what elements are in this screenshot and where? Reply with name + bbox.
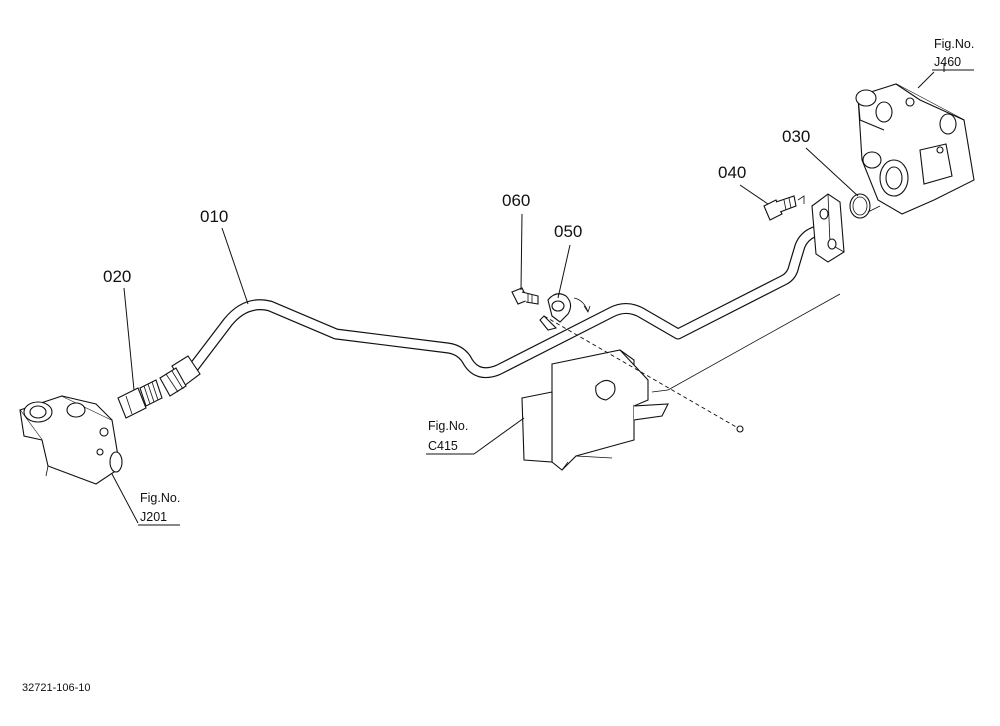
callout-010: 010 (200, 207, 228, 226)
clamp-050[interactable] (539, 293, 591, 331)
frame-bracket-c415 (521, 293, 841, 471)
o-ring-030[interactable] (849, 193, 871, 219)
fitting-020[interactable] (117, 379, 163, 419)
callout-030: 030 (782, 127, 810, 146)
fig-ref-j460-code: J460 (934, 55, 961, 69)
fig-ref-c415-code: C415 (428, 439, 458, 453)
fig-ref-j460: Fig.No. J460 (932, 37, 974, 71)
fig-ref-c415: Fig.No. C415 (426, 419, 474, 455)
fig-ref-j201-code: J201 (140, 510, 167, 524)
pipe-010[interactable] (184, 224, 826, 379)
pipe-nut-left[interactable] (159, 355, 201, 397)
clamp-centerline (543, 315, 744, 433)
leader-lines (111, 64, 945, 524)
fig-ref-j460-prefix: Fig.No. (934, 37, 974, 51)
callout-040: 040 (718, 163, 746, 182)
flange-plate[interactable] (811, 193, 845, 263)
callout-050: 050 (554, 222, 582, 241)
callout-020: 020 (103, 267, 131, 286)
callout-060: 060 (502, 191, 530, 210)
control-valve-j460[interactable] (855, 83, 975, 215)
bolt-040[interactable] (763, 195, 805, 221)
valve-block-j201[interactable] (19, 395, 123, 485)
drawing-code: 32721-106-10 (22, 682, 91, 694)
fig-ref-j201: Fig.No. J201 (138, 491, 180, 526)
fig-ref-j201-prefix: Fig.No. (140, 491, 180, 505)
bolt-060[interactable] (511, 287, 539, 305)
fig-ref-c415-prefix: Fig.No. (428, 419, 468, 433)
